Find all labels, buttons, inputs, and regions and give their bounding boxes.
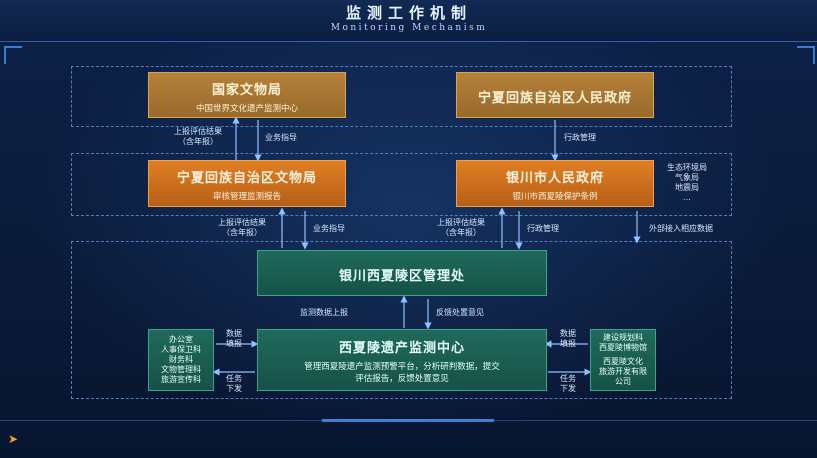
- dept-item: 人事保卫科: [149, 345, 213, 355]
- env-bureau-item: ...: [664, 193, 710, 203]
- label-task-right: 任务下发: [557, 374, 579, 394]
- label-data-fill-right: 数据填报: [557, 329, 579, 349]
- node-yinchuan-gov-title: 银川市人民政府: [457, 167, 653, 186]
- node-ningxia-cultural-subtitle: 审核管理监测报告: [149, 190, 345, 202]
- chevron-right-icon[interactable]: ➤: [8, 432, 18, 446]
- node-management-title: 银川西夏陵区管理处: [258, 265, 546, 284]
- env-bureau-item: 生态环境局: [664, 163, 710, 173]
- dept-item: 公司: [591, 377, 655, 387]
- dept-item: 西夏陵博物馆: [591, 343, 655, 353]
- label-admin-2: 行政管理: [527, 224, 559, 234]
- dept-item: 文物管理科: [149, 365, 213, 375]
- node-national-title: 国家文物局: [149, 79, 345, 98]
- label-report-up-3: 上报评估结果（含年报）: [425, 218, 497, 238]
- label-data-fill-left: 数据填报: [223, 329, 245, 349]
- env-bureau-item: 气象局: [664, 173, 710, 183]
- node-xixia-management-office: 银川西夏陵区管理处: [257, 250, 547, 296]
- node-right-departments: 建设规划科 西夏陵博物馆 西夏陵文化 旅游开发有限 公司: [590, 329, 656, 391]
- node-monitoring-subtitle: 管理西夏陵遗产监测预警平台，分析研判数据，提交 评估报告，反馈处置意见: [258, 361, 546, 385]
- env-bureau-item: 地震局: [664, 183, 710, 193]
- node-monitoring-center: 西夏陵遗产监测中心 管理西夏陵遗产监测预警平台，分析研判数据，提交 评估报告，反…: [257, 329, 547, 391]
- node-national-subtitle: 中国世界文化遗产监测中心: [149, 102, 345, 114]
- node-yinchuan-gov-subtitle: 银川市西夏陵保护条例: [457, 190, 653, 202]
- label-data-report-up: 监测数据上报: [300, 308, 348, 318]
- label-guidance-1: 业务指导: [265, 133, 297, 143]
- node-left-departments: 办公室 人事保卫科 财务科 文物管理科 旅游宣传科: [148, 329, 214, 391]
- label-task-left: 任务下发: [223, 374, 245, 394]
- label-report-up-1: 上报评估结果（含年报）: [163, 127, 233, 147]
- dept-item: 财务科: [149, 355, 213, 365]
- node-ningxia-cultural-bureau: 宁夏回族自治区文物局 审核管理监测报告: [148, 160, 346, 207]
- label-report-up-2: 上报评估结果（含年报）: [207, 218, 277, 238]
- node-national-cultural-admin: 国家文物局 中国世界文化遗产监测中心: [148, 72, 346, 118]
- dept-item: 西夏陵文化: [591, 357, 655, 367]
- node-monitoring-title: 西夏陵遗产监测中心: [258, 337, 546, 356]
- env-bureaus-list: 生态环境局 气象局 地震局 ...: [664, 163, 710, 203]
- label-feedback: 反馈处置意见: [436, 308, 484, 318]
- dept-item: 旅游开发有限: [591, 367, 655, 377]
- dept-item: 建设规划科: [591, 333, 655, 343]
- node-yinchuan-government: 银川市人民政府 银川市西夏陵保护条例: [456, 160, 654, 207]
- label-admin-1: 行政管理: [564, 133, 596, 143]
- dept-item: 办公室: [149, 335, 213, 345]
- label-guidance-2: 业务指导: [313, 224, 345, 234]
- node-ningxia-gov-title: 宁夏回族自治区人民政府: [457, 87, 653, 106]
- label-external-data: 外部接入相应数据: [649, 224, 713, 234]
- dept-item: 旅游宣传科: [149, 375, 213, 385]
- node-ningxia-cultural-title: 宁夏回族自治区文物局: [149, 167, 345, 186]
- node-ningxia-government: 宁夏回族自治区人民政府: [456, 72, 654, 118]
